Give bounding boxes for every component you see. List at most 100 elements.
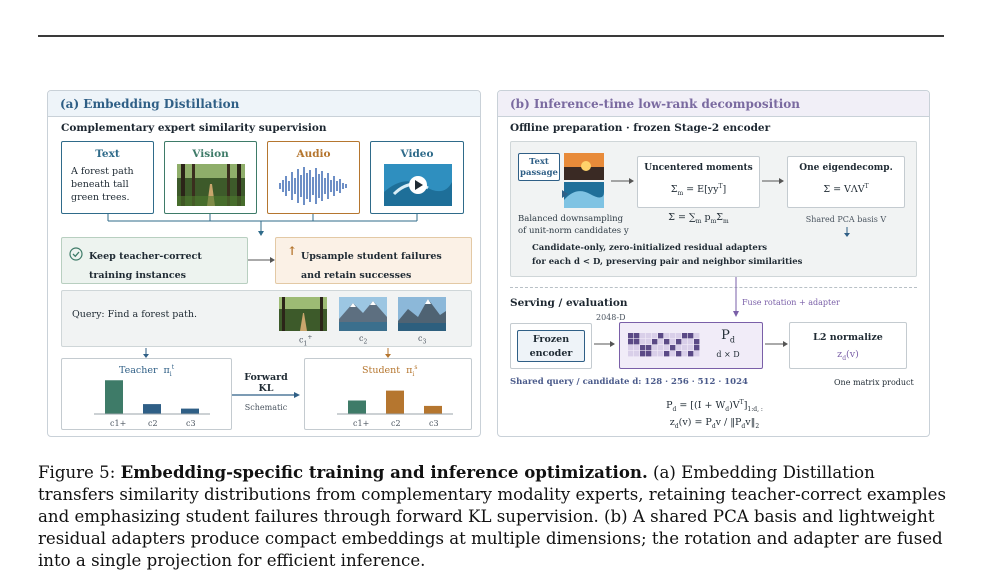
frozen-encoder-outer: Frozen encoder <box>510 323 592 369</box>
matrix-cell <box>664 351 670 357</box>
matrix-cell <box>652 351 658 357</box>
text-modality-label: Text <box>95 148 120 160</box>
text-passage-badge: Text passage <box>518 153 560 181</box>
candidate-1-label: c1+ <box>299 334 313 348</box>
matrix-cell <box>634 351 640 357</box>
matrix-cell <box>682 351 688 357</box>
text-modality-box: Text A forest path beneath tall green tr… <box>61 141 154 214</box>
uncentered-moments-box: Uncentered moments Σm = E[yyT] <box>637 156 760 208</box>
matrix-cell <box>670 345 676 351</box>
sum-equation: Σ = ∑m pmΣm <box>668 212 729 225</box>
video-modality-box: Video <box>370 141 464 214</box>
frozen-encoder-box: Frozen encoder <box>517 330 585 362</box>
wave-image <box>564 182 604 208</box>
candidate-2-image <box>339 297 387 331</box>
teacher-label: Teacher πit <box>119 364 175 379</box>
matrix-cell <box>658 339 664 345</box>
matrix-cell <box>652 345 658 351</box>
matrix-cell <box>634 333 640 339</box>
matrix-cell <box>646 333 652 339</box>
upsample-failures-box: ↑ Upsample student failures and retain s… <box>275 237 472 284</box>
matrix-cell <box>634 339 640 345</box>
student-bar-2 <box>386 390 404 414</box>
matrix-cell <box>676 333 682 339</box>
matrix-cell <box>646 351 652 357</box>
student-bar-3 <box>424 405 442 414</box>
schematic-label: Schematic <box>244 403 288 412</box>
matrix-cell <box>676 351 682 357</box>
forward-kl-label: Forward KL <box>244 372 288 394</box>
matrix-grid-icon <box>628 333 700 357</box>
matrix-cell <box>670 351 676 357</box>
sampling-caption: Balanced downsampling of unit-norm candi… <box>518 214 629 236</box>
matrix-cell <box>688 345 694 351</box>
matrix-cell <box>628 345 634 351</box>
vision-modality-box: Vision <box>164 141 257 214</box>
matrix-cell <box>682 333 688 339</box>
section-divider <box>510 287 917 288</box>
matrix-cell <box>688 339 694 345</box>
l2-equation: zd(v) <box>837 349 859 362</box>
matrix-cell <box>694 345 700 351</box>
matrix-cell <box>628 351 634 357</box>
pd-symbol: Pd <box>721 328 735 345</box>
matrix-cell <box>688 351 694 357</box>
figure-caption: Figure 5: Embedding-specific training an… <box>38 461 948 572</box>
video-modality-label: Video <box>400 148 434 160</box>
vision-modality-label: Vision <box>192 148 229 160</box>
panel-a-title: (a) Embedding Distillation <box>48 91 480 117</box>
matrix-cell <box>640 339 646 345</box>
matrix-cell <box>664 333 670 339</box>
offline-connectors <box>611 178 850 237</box>
text-modality-body: A forest path beneath tall green trees. <box>71 166 134 203</box>
teacher-tick-2: c2 <box>148 419 158 428</box>
panel-a-connectors <box>107 214 418 398</box>
serving-title: Serving / evaluation <box>510 297 628 309</box>
matrix-cell <box>658 345 664 351</box>
matrix-cell <box>682 345 688 351</box>
keep-teacher-correct-text: Keep teacher-correct training instances <box>89 251 202 281</box>
audio-modality-label: Audio <box>296 148 331 160</box>
l2-normalize-box: L2 normalize zd(v) <box>789 322 907 369</box>
caption-label: Figure 5: <box>38 463 121 482</box>
matrix-cell <box>670 333 676 339</box>
caption-body: (a) Embedding Distillation transfers sim… <box>38 463 946 570</box>
teacher-bar-2 <box>143 404 161 414</box>
teacher-tick-3: c3 <box>186 419 196 428</box>
matrix-cell <box>688 333 694 339</box>
matrix-cell <box>676 339 682 345</box>
student-label: Student πis <box>362 364 418 379</box>
candidate-1-image <box>279 297 327 331</box>
matrix-cell <box>664 345 670 351</box>
matrix-cell <box>640 345 646 351</box>
student-tick-3: c3 <box>429 419 439 428</box>
eigen-equation: Σ = VΛVT <box>823 183 869 196</box>
student-bar-1 <box>348 400 366 414</box>
serving-connectors <box>594 277 788 347</box>
pd-projection-box: Pd d × D <box>619 322 763 369</box>
matrix-cell <box>646 345 652 351</box>
play-icon <box>562 190 568 198</box>
upsample-failures-text: Upsample student failures and retain suc… <box>301 251 442 281</box>
matrix-cell <box>676 345 682 351</box>
shared-pca-label: Shared PCA basis V <box>805 215 887 224</box>
forest-image <box>177 164 245 206</box>
caption-title: Embedding-specific training and inferenc… <box>120 462 648 482</box>
matrix-cell <box>634 345 640 351</box>
teacher-bar-1 <box>105 380 123 414</box>
adapter-note: Candidate-only, zero-initialized residua… <box>532 243 803 267</box>
matrix-cell <box>694 339 700 345</box>
teacher-tick-1: c1+ <box>110 419 126 428</box>
query-text: Query: Find a forest path. <box>72 309 198 320</box>
matrix-cell <box>682 339 688 345</box>
l2-title: L2 normalize <box>813 332 883 343</box>
audio-modality-box: Audio <box>267 141 360 214</box>
eigen-title: One eigendecomp. <box>799 163 893 173</box>
matrix-cell <box>628 333 634 339</box>
video-thumbnail-icon <box>384 164 452 206</box>
eigendecomp-box: One eigendecomp. Σ = VΛVT <box>787 156 905 208</box>
matrix-cell <box>658 351 664 357</box>
moments-equation: Σm = E[yyT] <box>670 183 727 198</box>
matrix-cell <box>694 351 700 357</box>
